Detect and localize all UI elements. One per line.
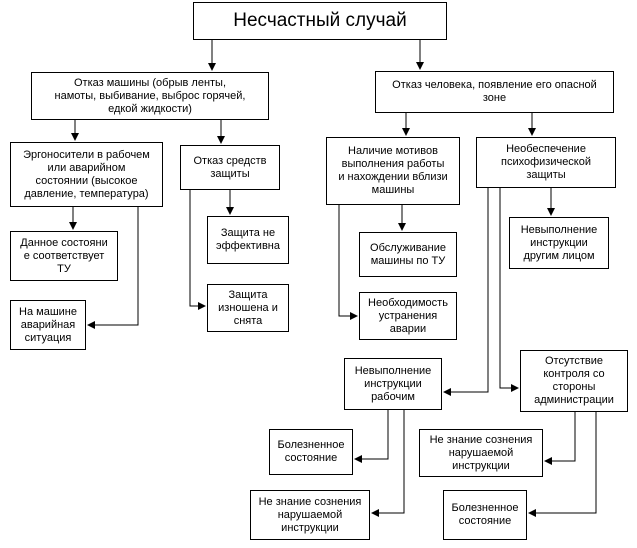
node-protection-worn: Защита изношена и снята	[207, 284, 289, 332]
node-illness-admin: Болезненное состояние	[443, 490, 527, 540]
node-protection-failure: Отказ средств защиты	[180, 145, 280, 190]
node-illness-worker: Болезненное состояние	[269, 429, 353, 475]
node-machine-servicing: Обслуживание машины по ТУ	[359, 232, 457, 277]
node-instruction-violation-other: Невыполнение инструкции другим лицом	[509, 217, 609, 269]
node-work-motives: Наличие мотивов выполнения работы и нахо…	[326, 137, 460, 205]
edge-psycho-to-control	[499, 188, 519, 392]
edge-noinstr-worker-to-noknow-2	[371, 410, 405, 517]
node-instruction-violation-worker: Невыполнение инструкции рабочим	[344, 358, 442, 410]
node-no-admin-control: Отсутствие контроля со стороны администр…	[520, 350, 628, 412]
edge-psycho-to-noinstr-worker	[443, 188, 489, 396]
edge-noinstr-worker-to-ill-1	[354, 410, 389, 463]
edge-protect-to-worn	[189, 190, 206, 310]
node-ignorance-worker: Не знание сознения нарушаемой инструкции	[250, 490, 370, 540]
node-human-failure: Отказ человека, появление его опасной зо…	[375, 71, 614, 113]
node-emergency-situation: На машине аварийная ситуация	[10, 300, 86, 350]
edge-control-to-noknow-1	[544, 412, 576, 465]
node-machine-failure: Отказ машины (обрыв ленты, намоты, выбив…	[31, 72, 269, 120]
node-accident: Несчастный случай	[193, 2, 447, 40]
node-ignorance-admin: Не знание сознения нарушаемой инструкции	[419, 429, 543, 477]
edge-ergo-to-emergency	[87, 207, 139, 329]
edge-control-to-ill-2	[528, 412, 597, 517]
node-psychophysical-protection: Необеспечение психофизической защиты	[476, 137, 616, 188]
node-state-per-specs: Данное состояни е соответствует ТУ	[10, 231, 118, 281]
node-fault-repair: Необходимость устранения аварии	[359, 292, 457, 340]
node-protection-ineffective: Защита не эффективна	[207, 216, 289, 264]
node-ergonomic-carriers: Эргоносители в рабочем или аварийном сос…	[10, 142, 163, 207]
edge-motives-to-repair	[338, 205, 358, 320]
